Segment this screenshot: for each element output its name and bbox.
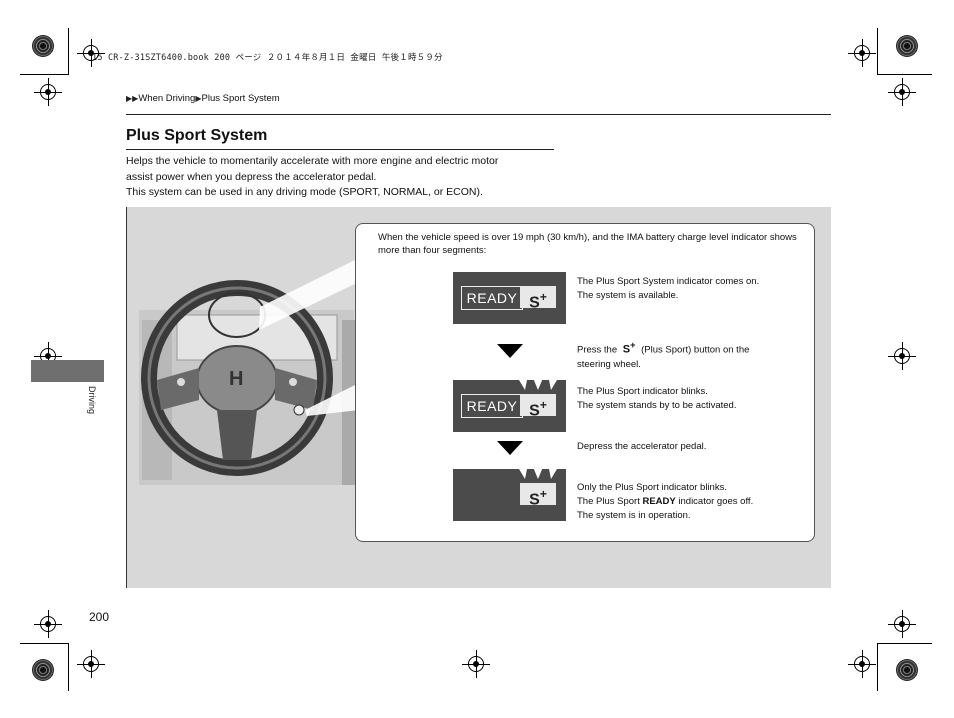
trim-line	[68, 28, 69, 75]
registration-dot-icon	[32, 35, 54, 57]
step-description: Only the Plus Sport indicator blinks. Th…	[577, 482, 754, 521]
plus-sport-button-icon: S+	[622, 340, 636, 356]
trim-line	[20, 643, 69, 644]
step-description: The Plus Sport indicator blinks.The syst…	[577, 386, 737, 411]
breadcrumb: ▶▶When Driving▶Plus Sport System	[126, 93, 280, 104]
plus-sport-indicator: S+	[520, 286, 556, 311]
svg-text:H: H	[229, 368, 243, 390]
callout-box	[355, 223, 815, 542]
indicator-panel-blinking: READY S+	[453, 378, 566, 432]
breadcrumb-level2[interactable]: Plus Sport System	[201, 93, 280, 104]
page-title: Plus Sport System	[126, 127, 268, 144]
trim-line	[68, 643, 69, 691]
step-description: The Plus Sport System indicator comes on…	[577, 276, 760, 301]
blink-rays-icon	[519, 378, 557, 390]
registration-dot-icon	[896, 35, 918, 57]
breadcrumb-level1[interactable]: When Driving	[138, 93, 196, 104]
side-chapter-tab	[31, 360, 104, 382]
step-description: Depress the accelerator pedal.	[577, 441, 707, 452]
blink-rays-icon	[519, 467, 557, 479]
page-number: 200	[89, 610, 110, 624]
title-rule	[126, 149, 554, 150]
print-header: 15 CR-Z-31SZT6400.book 200 ページ ２０１４年８月１日…	[92, 53, 443, 63]
header-rule	[126, 114, 831, 115]
ready-indicator: READY	[461, 394, 523, 418]
trim-line	[877, 28, 878, 75]
down-arrow-icon	[497, 344, 523, 358]
plus-sport-indicator: S+	[520, 483, 556, 508]
trim-line	[877, 74, 932, 75]
breadcrumb-separator: ▶▶	[126, 94, 139, 103]
indicator-panel-ready: READY S+	[453, 272, 566, 324]
step-description: Press the S+ (Plus Sport) button on the …	[577, 340, 750, 370]
registration-dot-icon	[32, 659, 54, 681]
condition-text: When the vehicle speed is over 19 mph (3…	[378, 232, 797, 256]
panel-border	[126, 207, 127, 588]
down-arrow-icon	[497, 441, 523, 455]
breadcrumb-separator: ▶	[195, 94, 202, 103]
trim-line	[20, 74, 69, 75]
intro-line: assist power when you depress the accele…	[126, 170, 377, 183]
plus-sport-indicator: S+	[520, 394, 556, 419]
side-chapter-label: Driving	[87, 386, 97, 415]
registration-dot-icon	[896, 659, 918, 681]
trim-line	[877, 643, 878, 691]
intro-line: This system can be used in any driving m…	[126, 186, 483, 198]
intro-line: Helps the vehicle to momentarily acceler…	[126, 155, 499, 167]
steering-wheel-illustration: H	[139, 260, 363, 485]
intro-text: Helps the vehicle to momentarily acceler…	[126, 154, 566, 201]
ready-indicator: READY	[461, 286, 523, 310]
trim-line	[877, 643, 932, 644]
indicator-panel-operating: S+	[453, 467, 566, 521]
